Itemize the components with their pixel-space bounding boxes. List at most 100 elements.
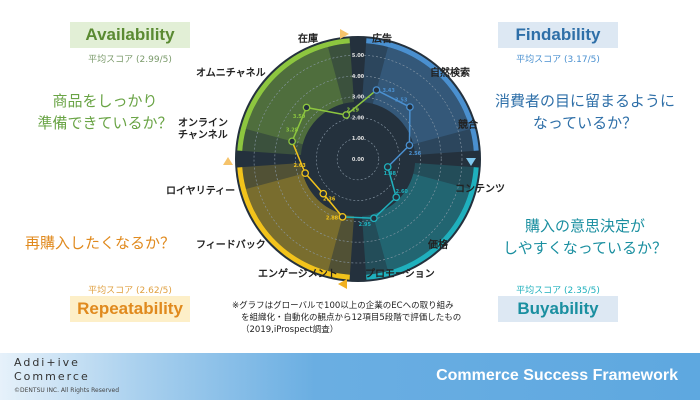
arrow-left-icon: [338, 279, 347, 289]
axis-label: オンラインチャンネル: [178, 118, 228, 141]
data-point: [338, 213, 347, 221]
data-point: [342, 111, 351, 119]
logo: Addi+ive Commerce: [14, 356, 90, 384]
tick-label: 1.00: [352, 136, 365, 142]
ring-availability: [237, 38, 350, 151]
data-label: 2.36: [323, 197, 336, 203]
question-line: 再購入したくなるか？: [24, 234, 175, 252]
sector-availability: [242, 43, 355, 156]
data-point: [288, 137, 296, 146]
series-segment: [322, 193, 344, 218]
data-label: 2.56: [409, 151, 422, 157]
question-line: 購入の意思決定が: [524, 217, 645, 235]
axis-label: コンテンツ: [455, 184, 505, 195]
note-line: を組織化・自動化の観点から12項目5段階で評価したもの: [241, 313, 462, 323]
series-segment: [342, 216, 374, 220]
arrow-up-icon: [223, 157, 233, 165]
data-label: 2.88: [326, 215, 339, 221]
data-label: 1.48: [384, 171, 397, 177]
repeatability-title: Repeatability: [70, 296, 190, 322]
arrow-right-icon: [340, 29, 349, 39]
data-label: 3.50: [293, 114, 306, 120]
data-point: [383, 163, 392, 171]
axis-label: プロモーション: [365, 269, 435, 280]
findability-title: Findability: [498, 22, 618, 48]
grid-circle: [295, 96, 421, 222]
data-point: [302, 103, 311, 112]
arrow-down-icon: [466, 158, 476, 166]
findability-avg: 平均スコア (3.17/5): [516, 55, 600, 65]
series-segment: [345, 89, 377, 116]
sector-inner-buyability: [372, 173, 471, 272]
availability-avg: 平均スコア (2.99/5): [88, 55, 172, 65]
data-label: 3.43: [382, 88, 395, 94]
logo-line2: Commerce: [14, 370, 90, 383]
note-line: （2019,iProspect調査）: [241, 325, 339, 335]
repeatability-question: 再購入したくなるか？: [10, 232, 190, 254]
availability-question: 商品をしっかり 準備できているか？: [15, 90, 195, 134]
radar-background: [235, 36, 481, 282]
axis-label: エンゲージメント: [258, 269, 338, 280]
data-point: [319, 189, 328, 198]
sector-inner-findability: [372, 46, 471, 145]
copyright: ©DENTSU INC. All Rights Reserved: [14, 387, 120, 394]
question-line: なっているか？: [532, 114, 638, 132]
data-label: 2.63: [293, 163, 306, 169]
data-point: [370, 214, 378, 223]
axis-label: ロイヤリティー: [166, 186, 236, 197]
sector-buyability: [361, 162, 474, 275]
radar-chart: 0.001.002.003.004.005.003.433.532.561.48…: [223, 29, 481, 289]
data-point: [372, 86, 381, 94]
series-segment: [291, 107, 308, 142]
axis-label: フィードバック: [196, 240, 266, 251]
data-point: [301, 169, 310, 178]
axis-label: 在庫: [298, 34, 318, 45]
survey-note: ※グラフはグローバルで100以上の企業のECへの取り組み を組織化・自動化の観点…: [232, 300, 461, 336]
series-segment: [376, 89, 411, 108]
grid-circle: [316, 117, 400, 201]
question-line: しやすくなっているか？: [502, 239, 668, 257]
axis-label: 競合: [458, 120, 478, 131]
repeatability-avg: 平均スコア (2.62/5): [88, 286, 172, 296]
series-segment: [387, 144, 410, 168]
ring-repeatability: [237, 167, 350, 280]
data-label: 3.53: [395, 98, 408, 104]
axis-label: オムニチャネル: [196, 68, 266, 79]
buyability-avg: 平均スコア (2.35/5): [516, 286, 600, 296]
availability-title: Availability: [70, 22, 190, 48]
note-line: ※グラフはグローバルで100以上の企業のECへの取り組み: [232, 301, 454, 311]
grid-circle: [253, 54, 463, 264]
grid-circle: [274, 75, 442, 243]
sector-repeatability: [242, 162, 355, 275]
footer-title: Commerce Success Framework: [436, 367, 678, 384]
ring-buyability: [366, 167, 479, 280]
question-line: 商品をしっかり: [52, 92, 158, 110]
series-segment: [387, 166, 397, 198]
data-label: 3.28: [286, 128, 299, 134]
data-point: [406, 103, 414, 111]
data-point: [405, 141, 414, 150]
data-label: 2.60: [396, 189, 409, 195]
findability-question: 消費者の目に留まるように なっているか？: [480, 90, 690, 134]
series-segment: [306, 106, 347, 116]
axis-label: 広告: [372, 34, 392, 45]
tick-label: 0.00: [352, 157, 365, 163]
logo-line1: Addi+ive: [14, 356, 80, 369]
data-label: 2.19: [347, 108, 360, 114]
data-label: 2.95: [359, 222, 372, 228]
grid-circle: [336, 137, 380, 181]
series-segment: [291, 141, 306, 174]
tick-label: 3.00: [352, 95, 365, 101]
series-segment: [304, 172, 324, 195]
buyability-question: 購入の意思決定が しやすくなっているか？: [480, 215, 690, 259]
question-line: 準備できているか？: [37, 114, 173, 132]
axis-label: 自然検索: [430, 68, 470, 79]
tick-label: 2.00: [352, 115, 365, 121]
tick-label: 5.00: [352, 53, 365, 59]
buyability-title: Buyability: [498, 296, 618, 322]
sector-findability: [361, 43, 474, 156]
data-point: [392, 193, 401, 202]
question-line: 消費者の目に留まるように: [494, 92, 675, 110]
ring-findability: [366, 38, 479, 151]
sector-inner-availability: [245, 46, 344, 145]
